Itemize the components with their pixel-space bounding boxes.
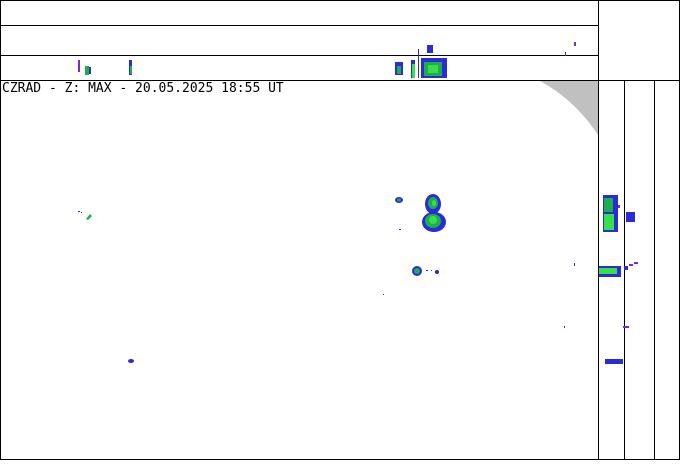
top-echo bbox=[418, 49, 419, 78]
echo-cell bbox=[128, 359, 134, 363]
echo-cell bbox=[435, 270, 439, 274]
echo-cell bbox=[432, 200, 436, 206]
echo-cell bbox=[399, 229, 401, 230]
top-echo bbox=[78, 60, 80, 72]
right-projection-echoes bbox=[599, 195, 638, 364]
right-echo bbox=[604, 198, 613, 212]
top-echo bbox=[427, 45, 433, 53]
echo-cell bbox=[81, 212, 82, 213]
echo-speck bbox=[574, 263, 575, 266]
top-echo bbox=[412, 64, 415, 78]
echo-cell bbox=[414, 268, 420, 274]
right-echo bbox=[605, 359, 623, 364]
echo-speck bbox=[564, 326, 565, 328]
right-echo bbox=[624, 266, 628, 270]
top-echo bbox=[397, 66, 401, 74]
echo-speck bbox=[383, 294, 384, 295]
right-echo bbox=[599, 268, 617, 274]
top-echo bbox=[89, 67, 91, 74]
right-echo bbox=[623, 326, 629, 328]
right-echo bbox=[634, 262, 638, 264]
top-echo bbox=[565, 52, 566, 56]
echo-cell bbox=[426, 270, 428, 271]
top-echo bbox=[574, 42, 576, 46]
top-echo bbox=[428, 65, 438, 73]
main-map-echoes bbox=[78, 194, 575, 363]
right-echo bbox=[626, 212, 635, 222]
product-title: CZRAD - Z: MAX - 20.05.2025 18:55 UT bbox=[2, 81, 284, 96]
right-echo bbox=[604, 214, 614, 230]
echo-cell bbox=[431, 270, 432, 271]
top-echo bbox=[130, 66, 132, 74]
echo-cell bbox=[78, 211, 80, 212]
echo-cell bbox=[397, 198, 401, 202]
echo-cell bbox=[86, 214, 92, 220]
echo-cell bbox=[429, 216, 437, 224]
coverage-mask bbox=[540, 81, 598, 135]
right-echo bbox=[629, 264, 633, 266]
top-echo bbox=[85, 66, 89, 75]
right-echo bbox=[618, 205, 620, 208]
top-projection-echoes bbox=[78, 42, 576, 78]
